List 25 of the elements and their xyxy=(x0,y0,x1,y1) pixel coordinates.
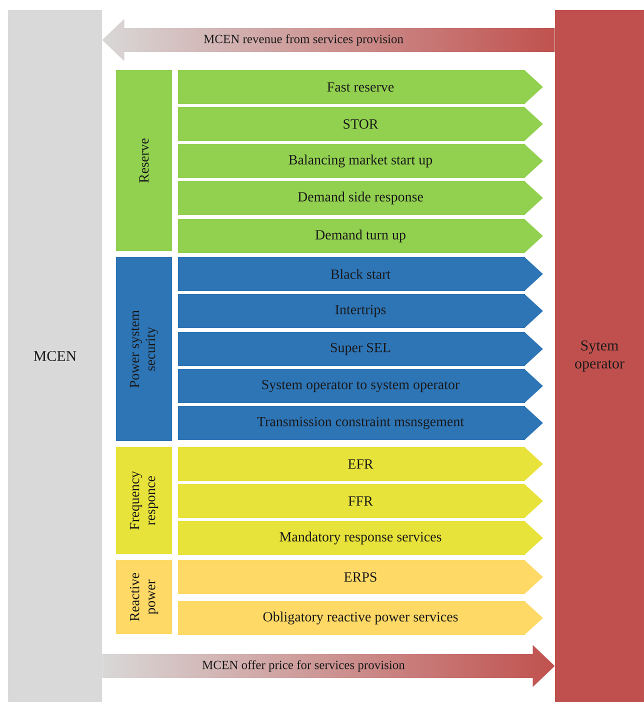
service-box: Intertrips xyxy=(178,294,543,328)
edge-label: MCEN offer price for services provision xyxy=(202,660,405,672)
service-box: Demand turn up xyxy=(178,219,543,253)
category-box: Reserve xyxy=(116,70,172,251)
edge-label: MCEN revenue from services provision xyxy=(204,34,404,46)
service-box: Super SEL xyxy=(178,332,543,366)
service-box: FFR xyxy=(178,484,543,518)
service-box: EFR xyxy=(178,447,543,481)
service-box: Obligatory reactive power services xyxy=(178,601,543,635)
service-box: Demand side response xyxy=(178,181,543,215)
party-band: Sytem operator xyxy=(555,10,644,702)
service-box: Fast reserve xyxy=(178,70,543,104)
category-box: Reactive power xyxy=(116,560,172,634)
party-band: MCEN xyxy=(8,10,102,702)
service-box: Mandatory response services xyxy=(178,521,543,555)
service-box: System operator to system operator xyxy=(178,369,543,403)
service-box: Balancing market start up xyxy=(178,144,543,178)
service-box: ERPS xyxy=(178,560,543,594)
block-arrow xyxy=(102,645,555,687)
service-box: STOR xyxy=(178,107,543,141)
category-box: Frequency responce xyxy=(116,447,172,554)
block-arrow xyxy=(102,19,555,61)
service-box: Transmission constraint msnsgement xyxy=(178,406,543,440)
category-box: Power system security xyxy=(116,257,172,441)
service-box: Black start xyxy=(178,257,543,291)
